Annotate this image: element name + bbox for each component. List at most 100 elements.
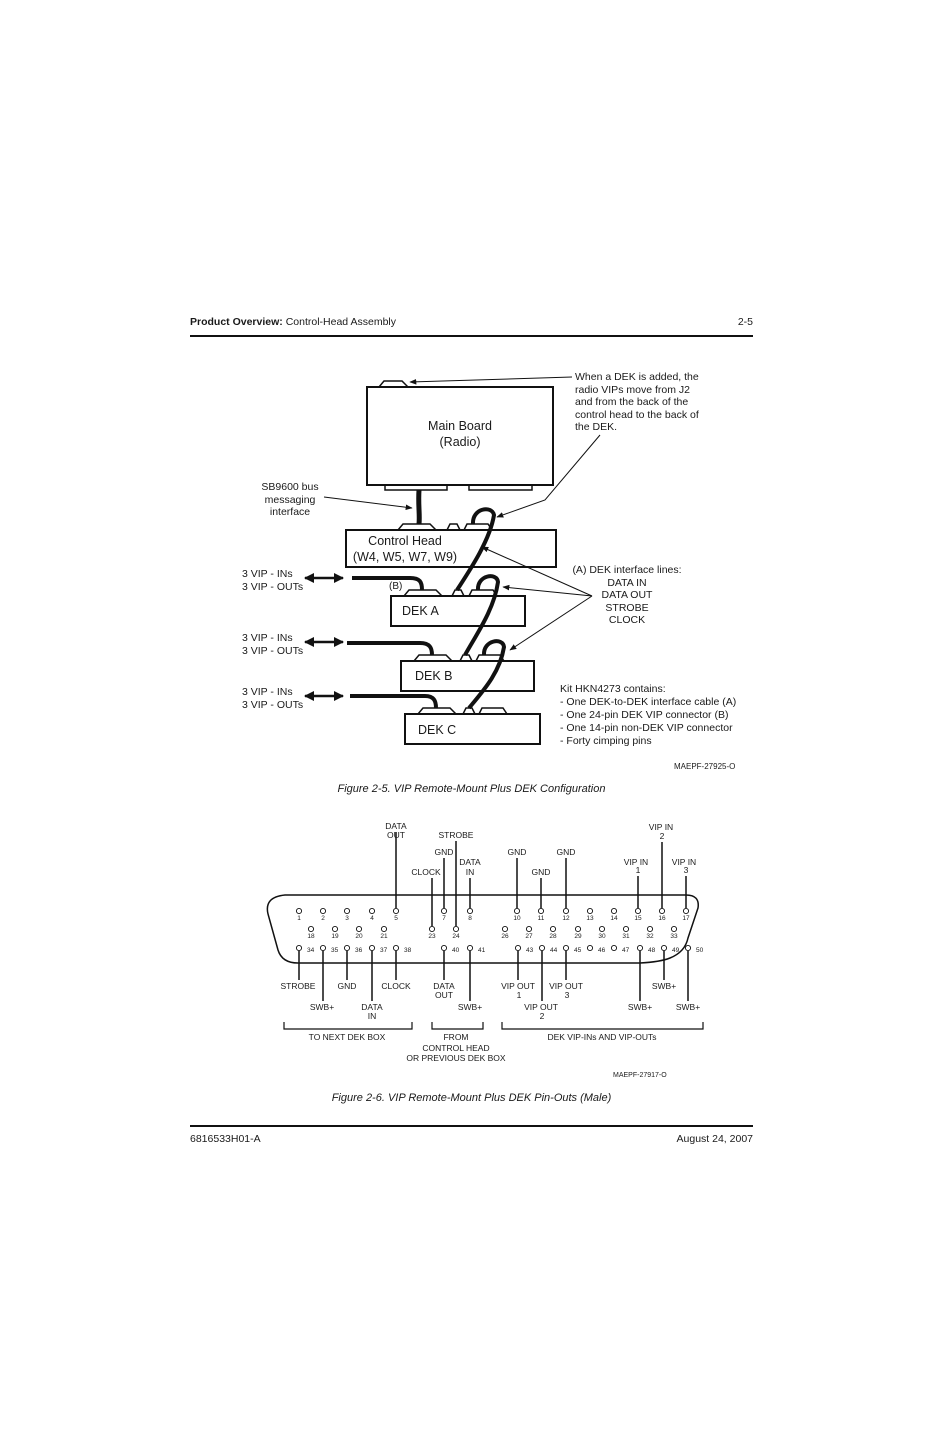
pin-number: 35 — [331, 947, 339, 954]
pin-number: 1 — [297, 915, 301, 922]
pin-5 — [392, 907, 400, 915]
callout-dek-lines-3 — [509, 595, 593, 651]
note-line: - One 14-pin non-DEK VIP connector — [560, 722, 733, 734]
dek-cable-a-to-b — [463, 574, 501, 656]
callout-dek-lines-2 — [502, 584, 593, 597]
vip-in-text: 3 VIP - INs — [242, 686, 293, 698]
label-swb: SWB+ — [310, 1002, 334, 1012]
label-swb: SWB+ — [628, 1002, 652, 1012]
note-line: CLOCK — [609, 614, 645, 626]
sb9600-cable — [416, 489, 422, 525]
pin-number: 26 — [501, 933, 509, 940]
group-vip: DEK VIP-INs AND VIP-OUTs — [547, 1032, 656, 1042]
pin-50 — [684, 944, 692, 952]
pin-number: 47 — [622, 947, 630, 954]
vip-in-text: 3 VIP - INs — [242, 568, 293, 580]
dek-cable-b-to-c — [467, 639, 507, 710]
label-data-in: DATA — [459, 857, 481, 867]
bracket-from-control — [431, 1022, 484, 1030]
pin-49 — [660, 944, 668, 952]
pin-number: 34 — [307, 947, 315, 954]
pin-number: 24 — [452, 933, 460, 940]
dek-interface-lines: (A) DEK interface lines: DATA IN DATA OU… — [572, 564, 681, 626]
group-from: OR PREVIOUS DEK BOX — [406, 1053, 506, 1063]
pin-28 — [549, 925, 557, 933]
label-strobe: STROBE — [281, 981, 316, 991]
vip-label-a: 3 VIP - INs 3 VIP - OUTs — [242, 568, 303, 593]
pin-1 — [295, 907, 303, 915]
pin-number: 32 — [646, 933, 654, 940]
header-rule — [190, 335, 753, 337]
pin-47 — [610, 944, 618, 952]
note-line: and from the back of the — [575, 396, 688, 408]
pin-3 — [343, 907, 351, 915]
label-gnd: GND — [532, 867, 551, 877]
pin-41 — [466, 944, 474, 952]
dek-c-label: DEK C — [418, 723, 456, 737]
main-board-box — [366, 386, 554, 486]
note-line: When a DEK is added, the — [575, 371, 699, 383]
control-head-label: Control Head — [368, 534, 442, 548]
label-swb: SWB+ — [676, 1002, 700, 1012]
header-section-subtitle: Control-Head Assembly — [282, 316, 396, 328]
vip-cable-b — [347, 641, 434, 656]
pin-26 — [501, 925, 509, 933]
label-vip-in-1: 1 — [636, 865, 641, 875]
note-line: messaging — [265, 494, 316, 506]
pin-number: 4 — [370, 915, 374, 922]
pin-number: 16 — [658, 915, 666, 922]
pin-31 — [622, 925, 630, 933]
note-line: Kit HKN4273 contains: — [560, 683, 666, 695]
pin-46 — [586, 944, 594, 952]
vip-out-text: 3 VIP - OUTs — [242, 581, 303, 593]
bracket-dek-vip — [501, 1022, 704, 1030]
dek-a-label: DEK A — [402, 604, 439, 618]
vip-out-text: 3 VIP - OUTs — [242, 645, 303, 657]
pin-7 — [440, 907, 448, 915]
pin-leads — [298, 832, 689, 1001]
header-section-title: Product Overview: — [190, 316, 283, 328]
note-line: control head to the back of — [575, 409, 699, 421]
figure-2-5-caption: Figure 2-5. VIP Remote-Mount Plus DEK Co… — [337, 783, 606, 795]
pin-19 — [331, 925, 339, 933]
note-line: (A) DEK interface lines: — [572, 564, 681, 576]
label-data-in: IN — [466, 867, 475, 877]
control-head-box — [345, 529, 557, 568]
label-vip-in-2: 2 — [660, 831, 665, 841]
pin-number: 10 — [513, 915, 521, 922]
group-labels: TO NEXT DEK BOX FROM CONTROL HEAD OR PRE… — [309, 1032, 657, 1063]
main-board-connector-left — [384, 484, 448, 491]
pin-number: 17 — [682, 915, 690, 922]
group-from: CONTROL HEAD — [422, 1043, 489, 1053]
label-data-out: OUT — [435, 990, 453, 1000]
figure1-code: MAEPF-27925-O — [674, 762, 735, 771]
label-gnd: GND — [508, 847, 527, 857]
label-data-out: DATA — [385, 821, 407, 831]
group-from: FROM — [443, 1032, 468, 1042]
pin-13 — [586, 907, 594, 915]
label-gnd: GND — [338, 981, 357, 991]
pin-38 — [392, 944, 400, 952]
label-swb: SWB+ — [652, 981, 676, 991]
connector-shell — [266, 894, 699, 964]
pin-number: 38 — [404, 947, 412, 954]
pin-number: 7 — [442, 915, 446, 922]
label-vip-out-1: 1 — [517, 990, 522, 1000]
pin-number: 33 — [670, 933, 678, 940]
main-board-label: Main Board — [428, 419, 492, 433]
bracket-next-dek — [283, 1022, 413, 1030]
pin-44 — [538, 944, 546, 952]
pin-number: 37 — [380, 947, 388, 954]
pin-29 — [574, 925, 582, 933]
note-line: SB9600 bus — [261, 481, 318, 493]
pin-32 — [646, 925, 654, 933]
pin-number: 31 — [622, 933, 630, 940]
pin-number: 15 — [634, 915, 642, 922]
pin-number: 30 — [598, 933, 606, 940]
label-strobe: STROBE — [439, 830, 474, 840]
label-vip-in-3: 3 — [684, 865, 689, 875]
dek-cable-ch-to-a — [455, 507, 497, 592]
label-vip-out-3: VIP OUT — [549, 981, 583, 991]
note-line: - Forty cimping pins — [560, 735, 652, 747]
pin-23 — [428, 925, 436, 933]
